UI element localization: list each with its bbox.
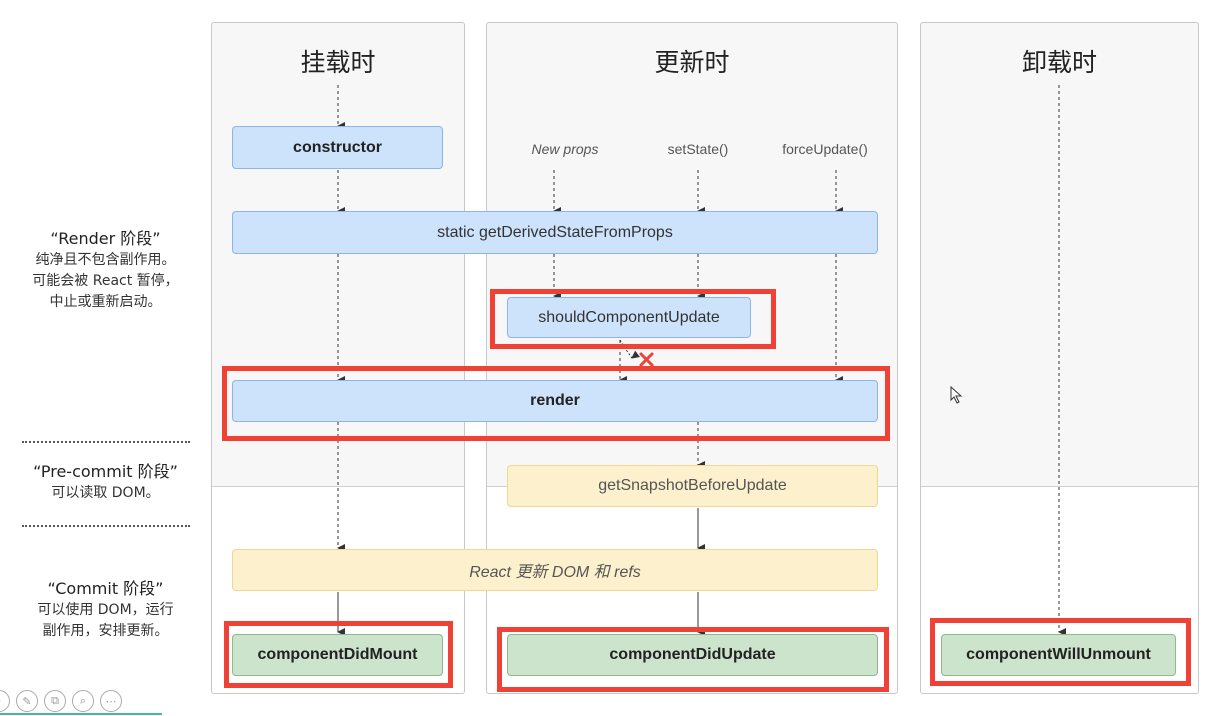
cursor-icon (950, 386, 963, 404)
phase-separator (22, 441, 190, 443)
update-column-title: 更新时 (654, 48, 730, 77)
get-snapshot-box: getSnapshotBeforeUpdate (507, 465, 878, 507)
cross-mark-icon (639, 352, 654, 367)
copy-icon[interactable]: ⧉ (44, 690, 66, 712)
toolbar-icon[interactable]: › (0, 690, 10, 712)
get-derived-state-box: static getDerivedStateFromProps (232, 211, 878, 254)
trigger-force-update: forceUpdate() (782, 141, 868, 157)
commit-phase-title: “Commit 阶段” (47, 579, 164, 598)
should-component-update-box: shouldComponentUpdate (507, 297, 751, 338)
commit-phase-label: “Commit 阶段” 可以使用 DOM，运行 副作用，安排更新。 (18, 578, 193, 642)
render-phase-desc-1: 纯净且不包含副作用。 (35, 252, 176, 268)
unmount-column-title: 卸载时 (1021, 48, 1097, 77)
precommit-phase-title: “Pre-commit 阶段” (33, 462, 178, 481)
component-did-mount-box: componentDidMount (232, 634, 443, 676)
precommit-phase-desc-1: 可以读取 DOM。 (51, 485, 160, 501)
highlight-should-component-update (490, 289, 776, 349)
mount-column-title: 挂载时 (300, 48, 376, 77)
render-box: render (232, 380, 878, 422)
trigger-set-state: setState() (667, 141, 729, 157)
phase-separator (22, 525, 190, 527)
highlight-render (222, 366, 890, 441)
trigger-new-props: New props (531, 141, 599, 157)
render-phase-title: “Render 阶段” (50, 229, 161, 248)
arrow-scu-false (619, 339, 641, 359)
highlight-component-will-unmount (930, 618, 1191, 686)
highlight-component-did-mount (224, 621, 453, 688)
more-icon[interactable]: ⋯ (100, 690, 122, 712)
toolbar-underline (0, 713, 162, 715)
commit-phase-desc-1: 可以使用 DOM，运行 (37, 602, 174, 618)
precommit-phase-label: “Pre-commit 阶段” 可以读取 DOM。 (18, 461, 193, 504)
react-updates-dom-box: React 更新 DOM 和 refs (232, 549, 878, 591)
column-divider (921, 486, 1198, 487)
render-phase-desc-2: 可能会被 React 暂停， (32, 273, 179, 289)
pen-icon[interactable]: ✎ (16, 690, 38, 712)
column-divider (212, 486, 464, 487)
highlight-component-did-update (497, 627, 889, 692)
component-will-unmount-box: componentWillUnmount (941, 634, 1176, 676)
render-phase-desc-3: 中止或重新启动。 (49, 294, 162, 310)
viewer-toolbar: › ✎ ⧉ ⌕ ⋯ (0, 690, 122, 712)
commit-phase-desc-2: 副作用，安排更新。 (42, 623, 169, 639)
component-did-update-box: componentDidUpdate (507, 634, 878, 676)
zoom-icon[interactable]: ⌕ (72, 690, 94, 712)
constructor-box: constructor (232, 126, 443, 169)
render-phase-label: “Render 阶段” 纯净且不包含副作用。 可能会被 React 暂停， 中止… (18, 228, 193, 313)
